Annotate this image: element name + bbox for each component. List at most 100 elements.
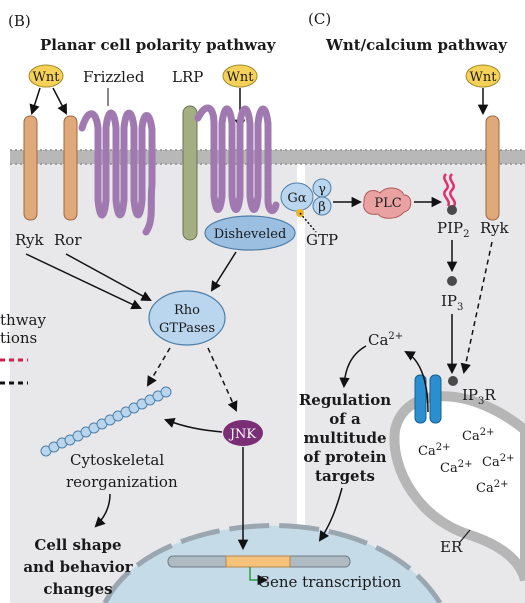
wnt-ligand-middle <box>222 64 258 88</box>
er-ca-3-sup: 2+ <box>458 459 473 470</box>
er-ca-3-base: Ca <box>440 461 458 476</box>
arrow-ryk-to-rho <box>25 253 142 310</box>
panel-c-letter: (C) <box>308 10 331 28</box>
ip3r-base: IP <box>462 386 478 404</box>
gene-transcription-label: Gene transcription <box>258 573 401 591</box>
regulation-line-2: of a <box>329 410 361 428</box>
arrow-ca-release <box>404 350 429 413</box>
arrow-rho-to-jnk <box>207 347 238 412</box>
wnt-ligand-left <box>28 64 64 88</box>
er-ca-2-base: Ca <box>462 429 480 444</box>
ip3r-channel-right <box>429 374 442 424</box>
panel-b-title: Planar cell polarity pathway <box>40 36 277 54</box>
regulation-line-5: targets <box>315 467 375 485</box>
g-beta-label: β <box>318 200 326 215</box>
ip3r-subscript: 3 <box>478 396 484 407</box>
frizzled-label: Frizzled <box>83 68 145 86</box>
ip3-label: IP3 <box>441 292 463 313</box>
arrow-ryk-to-ip3r <box>460 241 493 375</box>
cell-shape-line-3: changes <box>43 580 112 598</box>
er-ca-2-sup: 2+ <box>480 427 495 438</box>
rho-gtpases <box>148 290 226 346</box>
wnt-label-middle: Wnt <box>227 70 255 85</box>
regulation-line-3: multitude <box>304 429 387 447</box>
wnt-ligand-right <box>465 64 501 88</box>
ca-released-label: Ca2+ <box>368 331 403 349</box>
cytoskeletal-label-2: reorganization <box>66 473 178 491</box>
g-alpha-label: Gα <box>287 191 306 206</box>
regulation-line-4: of protein <box>303 448 386 466</box>
er-ca-5-sup: 2+ <box>494 479 509 490</box>
gtp-leader <box>299 212 317 233</box>
pip2-label: PIP2 <box>437 219 470 240</box>
gtp-label: GTP <box>306 231 338 249</box>
arrow-ror-to-rho <box>65 253 152 302</box>
frizzled-receptor-left <box>78 109 156 236</box>
er-leader <box>459 529 471 543</box>
arrow-wnt-to-ryk <box>29 87 41 116</box>
er-ca-4: Ca2+ <box>482 453 514 470</box>
panel-b-letter: (B) <box>8 12 31 30</box>
cell-shape-line-1: Cell shape <box>34 536 121 554</box>
er-ca-4-sup: 2+ <box>500 453 515 464</box>
pip2-base: PIP <box>437 219 463 237</box>
pip2-lipid-tail <box>443 173 451 207</box>
ip3r-label: IP3R <box>462 386 496 407</box>
er-ca-4-base: Ca <box>482 455 500 470</box>
ca-base: Ca <box>368 331 388 349</box>
ip3-molecule <box>447 276 457 286</box>
nuclear-envelope <box>102 523 443 603</box>
er-ca-5-base: Ca <box>476 481 494 496</box>
ip3-base: IP <box>441 292 457 310</box>
lrp-receptor <box>182 105 198 241</box>
arrow-wnt-to-ror <box>52 87 67 115</box>
ror-label: Ror <box>54 231 82 249</box>
ryk-receptor <box>23 115 38 221</box>
disheveled <box>204 215 296 251</box>
ip3r-channel-left <box>414 374 427 424</box>
jnk-label: JNK <box>228 427 257 442</box>
rho-label-1: Rho <box>174 303 200 318</box>
regulation-line-1: Regulation <box>299 391 391 409</box>
arrow-ca-to-regulation <box>339 345 367 389</box>
arrow-cytoskeleton-to-shape <box>94 493 111 528</box>
jnk-kinase <box>223 420 263 446</box>
arrow-disheveled-to-rho <box>210 251 237 292</box>
endoplasmic-reticulum <box>389 391 525 582</box>
cutoff-label-2: tions <box>0 329 37 347</box>
ip3-bound <box>448 376 458 386</box>
er-ca-1-sup: 2+ <box>436 442 451 453</box>
ip3-subscript: 3 <box>457 302 463 313</box>
er-calcium-cluster: Ca2+ Ca2+ Ca2+ Ca2+ Ca2+ <box>418 427 514 496</box>
rho-label-2: GTPases <box>159 321 215 336</box>
ryk-label: Ryk <box>15 231 45 249</box>
cytoskeletal-label-1: Cytoskeletal <box>70 451 164 469</box>
ryk-label-right: Ryk <box>480 219 510 237</box>
ip3r-end: R <box>484 386 496 404</box>
er-ca-1-base: Ca <box>418 444 436 459</box>
plc-label: PLC <box>374 196 401 211</box>
er-label: ER <box>440 538 463 556</box>
actin-filament <box>40 386 172 457</box>
er-ca-2: Ca2+ <box>462 427 494 444</box>
ryk-receptor-right <box>485 115 500 221</box>
cell-shape-line-2: and behavior <box>23 558 133 576</box>
er-ca-5: Ca2+ <box>476 479 508 496</box>
g-beta-subunit <box>312 196 332 216</box>
regulation-label: Regulation of a multitude of protein tar… <box>299 391 391 485</box>
gene-region <box>225 555 291 568</box>
cutoff-label-1: thway <box>0 311 46 329</box>
pip2-lipid-tail-2 <box>449 173 457 207</box>
disheveled-label: Disheveled <box>214 227 287 242</box>
wnt-label-left: Wnt <box>33 70 61 85</box>
g-gamma-label: γ <box>318 182 326 197</box>
pip2-headgroup <box>447 205 457 215</box>
transcription-start-arrow <box>249 567 269 586</box>
er-ca-1: Ca2+ <box>418 442 450 459</box>
panel-c-title: Wnt/calcium pathway <box>325 36 508 54</box>
er-ca-3: Ca2+ <box>440 459 472 476</box>
arrow-jnk-to-cytoskeleton <box>164 417 223 433</box>
pip2-subscript: 2 <box>463 229 469 240</box>
